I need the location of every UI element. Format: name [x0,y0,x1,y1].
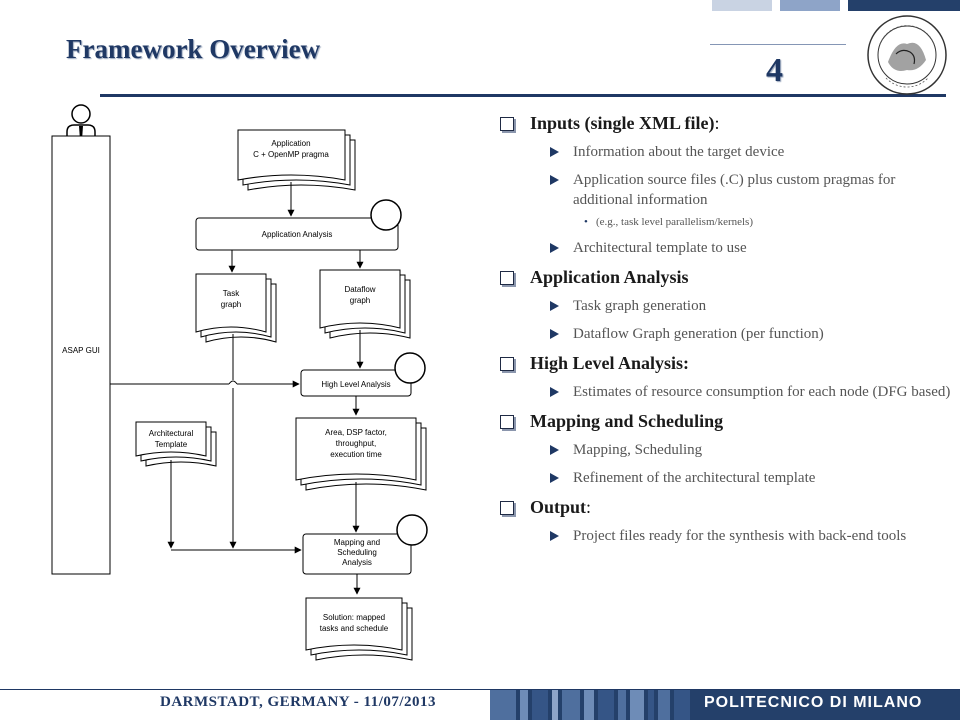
triangle-bullet-icon [550,175,559,185]
doc-label: C + OpenMP pragma [253,150,329,159]
doc-label: Solution: mapped [323,613,385,622]
university-seal-icon [867,15,947,95]
bullet-inputs: Inputs (single XML file): [496,112,956,134]
footer-location-date: DARMSTADT, GERMANY - 11/07/2013 [160,694,437,710]
sub-bullet: Task graph generation [496,296,956,316]
top-accent-block [712,0,772,11]
footer-bar [490,690,960,720]
sub-bullet: Architectural template to use [496,238,956,258]
checkbox-bullet-icon [500,271,514,285]
triangle-bullet-icon [550,531,559,541]
checkbox-bullet-icon [500,501,514,515]
doc-label: Task [223,289,240,298]
footer-divider [0,689,960,690]
triangle-bullet-icon [550,473,559,483]
box-label: Application Analysis [262,230,333,239]
dot-bullet-icon: • [584,216,588,228]
bullet-output: Output: [496,496,956,518]
doc-label: Architectural [149,429,194,438]
triangle-bullet-icon [550,387,559,397]
bullet-high-level-analysis: High Level Analysis: [496,352,956,374]
application-input-doc: Application C + OpenMP pragma [237,129,356,191]
triangle-bullet-icon [550,301,559,311]
top-accent-block [780,0,840,11]
dataflow-graph-doc: Dataflow graph [319,269,411,339]
doc-label: graph [221,300,241,309]
slide-title: Framework Overview [66,34,321,64]
checkbox-bullet-icon [500,117,514,131]
sub-bullet: Dataflow Graph generation (per function) [496,324,956,344]
doc-label: tasks and schedule [320,624,389,633]
box-label: Mapping and [334,538,380,547]
triangle-bullet-icon [550,243,559,253]
solution-doc: Solution: mapped tasks and schedule [305,597,413,661]
bullet-mapping-scheduling: Mapping and Scheduling [496,410,956,432]
sub-bullet: Application source files (.C) plus custo… [496,170,956,210]
gui-label: ASAP GUI [62,346,100,355]
sub-sub-bullet: •(e.g., task level parallelism/kernels) [584,216,753,228]
estimates-doc: Area, DSP factor, throughput, execution … [295,417,427,491]
slide-number: 4 [766,52,783,89]
divider [710,44,846,45]
highlight-circle [394,352,426,384]
sub-bullet: Refinement of the architectural template [496,468,956,488]
sub-bullet: Information about the target device [496,142,956,162]
box-label: Analysis [342,558,372,567]
doc-label: Dataflow [344,285,375,294]
asap-gui-block [51,135,111,575]
doc-label: graph [350,296,370,305]
checkbox-bullet-icon [500,357,514,371]
institution-name: POLITECNICO DI MILANO [704,694,923,711]
doc-label: Area, DSP factor, [325,428,387,437]
triangle-bullet-icon [550,329,559,339]
doc-label: Application [271,139,310,148]
triangle-bullet-icon [550,147,559,157]
framework-flow-diagram: ASAP GUI Application C + OpenMP pragma A… [51,104,428,661]
task-graph-doc: Task graph [195,273,277,343]
title-rule [100,94,946,97]
sub-bullet: Project files ready for the synthesis wi… [496,526,956,546]
highlight-circle [396,514,428,546]
bullet-list: Inputs (single XML file): Information ab… [496,112,956,554]
box-label: High Level Analysis [321,380,390,389]
triangle-bullet-icon [550,445,559,455]
highlight-circle [370,199,402,231]
sub-bullet: Estimates of resource consumption for ea… [496,382,956,402]
doc-label: Template [155,440,188,449]
sub-bullet: Mapping, Scheduling [496,440,956,460]
doc-label: throughput, [336,439,376,448]
application-analysis-box [195,217,399,251]
top-accent-block [848,0,960,11]
bullet-application-analysis: Application Analysis [496,266,956,288]
doc-label: execution time [330,450,382,459]
checkbox-bullet-icon [500,415,514,429]
box-label: Scheduling [337,548,377,557]
architectural-template-doc: Architectural Template [135,421,217,467]
